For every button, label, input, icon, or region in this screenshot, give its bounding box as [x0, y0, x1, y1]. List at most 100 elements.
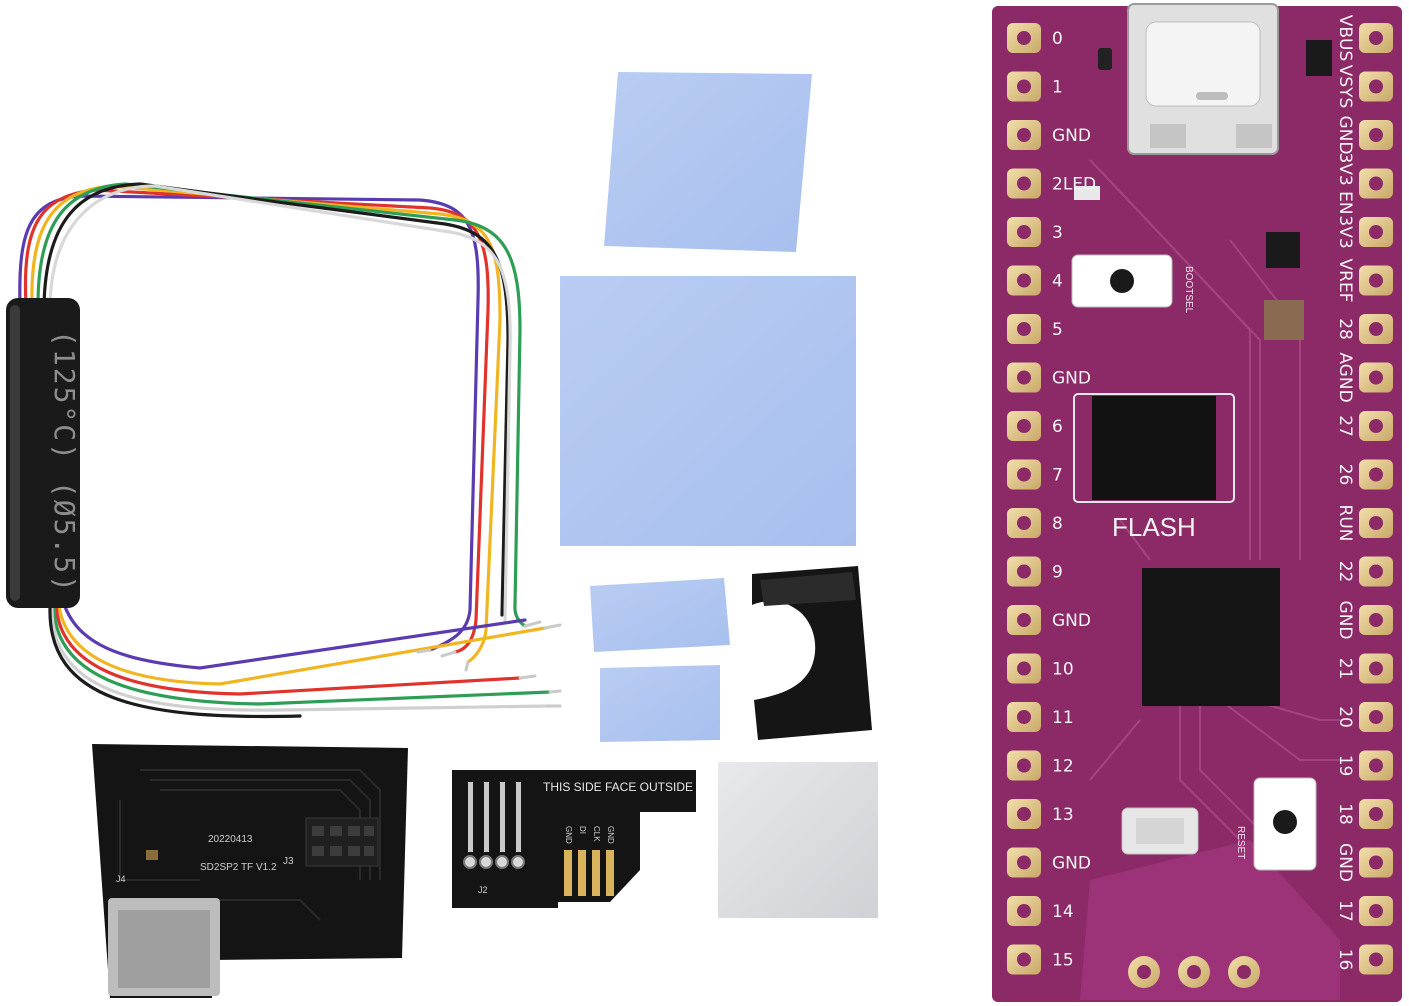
- gc-j2: J2: [478, 885, 488, 895]
- plastic-bracket: [752, 566, 872, 740]
- gc-instruction: THIS SIDE FACE OUTSIDE: [543, 780, 693, 794]
- right-pin-label: 18: [1335, 803, 1355, 825]
- thermal-pad-large: [560, 276, 856, 546]
- bootsel-label: BOOTSEL: [1183, 266, 1194, 314]
- flash-chip: [1073, 393, 1235, 503]
- left-pin-label: 1: [1052, 78, 1063, 98]
- right-pad-hole-19: [1369, 952, 1383, 967]
- sd-adapter-date: 20220413: [208, 834, 253, 845]
- right-pin-label: 28: [1335, 318, 1355, 340]
- adhesive-pad-grey: [718, 762, 878, 918]
- left-pin-label: 6: [1052, 417, 1063, 437]
- left-pad-hole-7: [1017, 370, 1031, 385]
- wire-black-bottom: [48, 606, 302, 719]
- bootsel-button: [1071, 254, 1173, 308]
- right-pin-label: RUN: [1335, 505, 1355, 542]
- wire-purple: [18, 194, 480, 652]
- wire-red-bottom: [54, 598, 522, 696]
- heat-shrink-sleeve: (125°C) (Ø5.5): [6, 298, 81, 608]
- left-pad-hole-1: [1017, 79, 1031, 94]
- sd2sp2-adapter: 20220413 SD2SP2 TF V1.2 J3 J4: [92, 744, 408, 998]
- left-pin-label: 11: [1052, 708, 1074, 728]
- right-pin-label: 16: [1335, 949, 1355, 971]
- reset-button: [1253, 777, 1317, 871]
- right-pad-hole-2: [1369, 128, 1383, 142]
- wire-harness: [18, 182, 562, 719]
- thermal-pad-small-2: [600, 665, 720, 742]
- gc-pin-clk: CLK: [592, 826, 601, 842]
- heat-shrink-text: (125°C) (Ø5.5): [48, 330, 81, 594]
- right-pad-hole-4: [1369, 225, 1383, 239]
- right-pin-label: 3V3: [1335, 215, 1355, 248]
- header-socket: [305, 817, 379, 867]
- right-pin-label: VSYS: [1335, 65, 1355, 109]
- left-pin-label: 0: [1052, 29, 1063, 49]
- left-pin-label: 7: [1052, 466, 1063, 486]
- thermal-pads: [560, 72, 878, 918]
- right-pad-hole-14: [1369, 710, 1383, 724]
- right-pad-hole-5: [1369, 273, 1383, 288]
- left-pad-hole-9: [1017, 467, 1031, 482]
- thermal-pad-top: [604, 72, 812, 252]
- left-pad-hole-11: [1017, 564, 1031, 579]
- left-pin-label: 9: [1052, 563, 1063, 583]
- left-pad-hole-16: [1017, 807, 1031, 821]
- left-pin-label: 4: [1052, 272, 1063, 292]
- right-pin-label: GND: [1335, 116, 1355, 155]
- left-pin-label: 8: [1052, 514, 1063, 534]
- right-pin-label: 21: [1335, 658, 1355, 680]
- left-pin-label: 15: [1052, 951, 1074, 971]
- wire-white-bottom: [50, 604, 550, 712]
- wire-purple-bottom: [58, 588, 527, 670]
- right-pad-hole-10: [1369, 516, 1383, 530]
- right-pin-label: 22: [1335, 561, 1355, 583]
- left-pin-label: GND: [1052, 369, 1091, 389]
- wire-green-bottom: [52, 601, 552, 706]
- gc-pin-gnd-1: GND: [564, 826, 573, 844]
- right-pad-hole-3: [1369, 176, 1383, 191]
- right-pad-hole-16: [1369, 807, 1383, 821]
- left-pin-label: GND: [1052, 854, 1091, 874]
- left-pad-hole-13: [1017, 661, 1031, 676]
- left-pad-hole-19: [1017, 952, 1031, 967]
- right-edge-pads: [1359, 23, 1393, 975]
- right-pad-hole-9: [1369, 467, 1383, 482]
- right-pin-label: VBUS: [1335, 15, 1355, 62]
- left-pad-hole-15: [1017, 758, 1031, 773]
- right-pad-hole-7: [1369, 370, 1383, 385]
- right-pad-hole-1: [1369, 79, 1383, 94]
- wire-green: [36, 182, 527, 628]
- right-pin-label: 19: [1335, 755, 1355, 777]
- right-pin-label: 17: [1335, 900, 1355, 922]
- right-pin-label: 27: [1335, 415, 1355, 437]
- left-pin-label: 10: [1052, 660, 1074, 680]
- right-pin-label: GND: [1335, 601, 1355, 640]
- wire-red: [23, 188, 490, 654]
- wire-orange-bottom: [56, 594, 547, 686]
- right-pad-hole-6: [1369, 322, 1383, 336]
- right-pad-hole-8: [1369, 419, 1383, 433]
- left-pin-label: GND: [1052, 611, 1091, 631]
- right-pad-hole-12: [1369, 613, 1383, 627]
- wire-white: [48, 184, 512, 622]
- right-pad-hole-0: [1369, 31, 1383, 45]
- left-pin-label: GND: [1052, 126, 1091, 146]
- gc-pin-gnd-2: GND: [606, 826, 615, 844]
- left-pin-label: 2LED: [1052, 175, 1096, 195]
- left-pad-hole-12: [1017, 613, 1031, 627]
- right-pin-label: 20: [1335, 706, 1355, 728]
- right-pin-label: VREF: [1335, 259, 1355, 303]
- left-pad-hole-14: [1017, 710, 1031, 724]
- right-pin-label: GND: [1335, 843, 1355, 882]
- left-pad-hole-17: [1017, 855, 1031, 870]
- sd-adapter-board-name: SD2SP2 TF V1.2: [200, 862, 277, 873]
- left-pad-hole-3: [1017, 176, 1031, 191]
- left-pin-label: 14: [1052, 902, 1074, 922]
- thermal-pad-small-1: [590, 578, 730, 652]
- left-pad-hole-2: [1017, 128, 1031, 142]
- left-pad-hole-5: [1017, 273, 1031, 288]
- left-pin-label: 3: [1052, 223, 1063, 243]
- left-edge-pads: [1007, 23, 1041, 975]
